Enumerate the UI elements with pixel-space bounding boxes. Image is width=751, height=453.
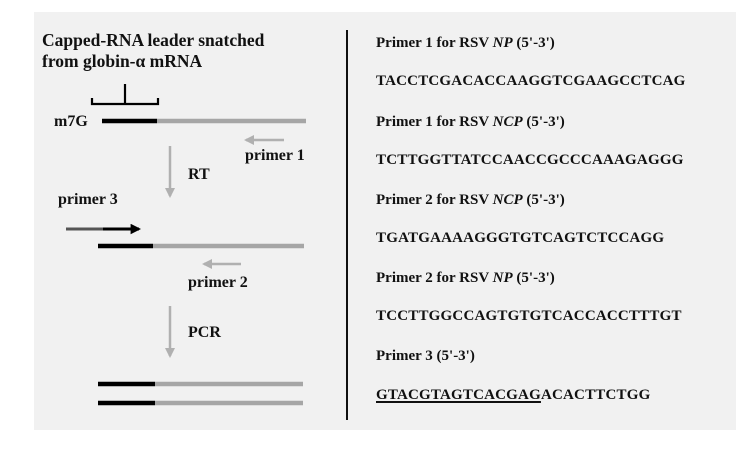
rt-label: RT: [188, 166, 210, 183]
primer3-specific-sequence: ACACTTCTGG: [540, 387, 651, 403]
primer3-tag-sequence: GTACGTAGTCACGAG: [376, 387, 541, 403]
primer3-sequence: GTACGTAGTCACGAGACACTTCTGG: [376, 388, 650, 403]
panel-divider: [346, 30, 348, 420]
diagram-title-line2: from globin-α mRNA: [42, 51, 203, 71]
primer-header-3: Primer 2 for RSV NCP (5'-3'): [376, 192, 565, 208]
primer-sequence-1: TACCTCGACACCAAGGTCGAAGCCTCAG: [376, 73, 686, 89]
primer2-label: primer 2: [188, 274, 248, 291]
primer-header-2: Primer 1 for RSV NCP (5'-3'): [376, 114, 565, 130]
primer1-label: primer 1: [245, 147, 305, 164]
primer-sequence-4: TCCTTGGCCAGTGTGTCACCACCTTTGT: [376, 308, 682, 324]
cap-label: m7G: [54, 113, 88, 130]
primer-sequence-3: TGATGAAAAGGGTGTCAGTCTCCAGG: [376, 230, 665, 246]
pcr-label: PCR: [188, 324, 221, 341]
primer-header-4: Primer 2 for RSV NP (5'-3'): [376, 270, 555, 286]
primer3-label: primer 3: [58, 191, 118, 208]
figure-background: [34, 12, 736, 430]
primer3-header: Primer 3 (5'-3'): [376, 348, 475, 364]
diagram-title-line1: Capped-RNA leader snatched: [42, 30, 265, 50]
primer-header-1: Primer 1 for RSV NP (5'-3'): [376, 35, 555, 51]
primer-sequence-2: TCTTGGTTATCCAACCGCCCAAAGAGGG: [376, 152, 684, 168]
